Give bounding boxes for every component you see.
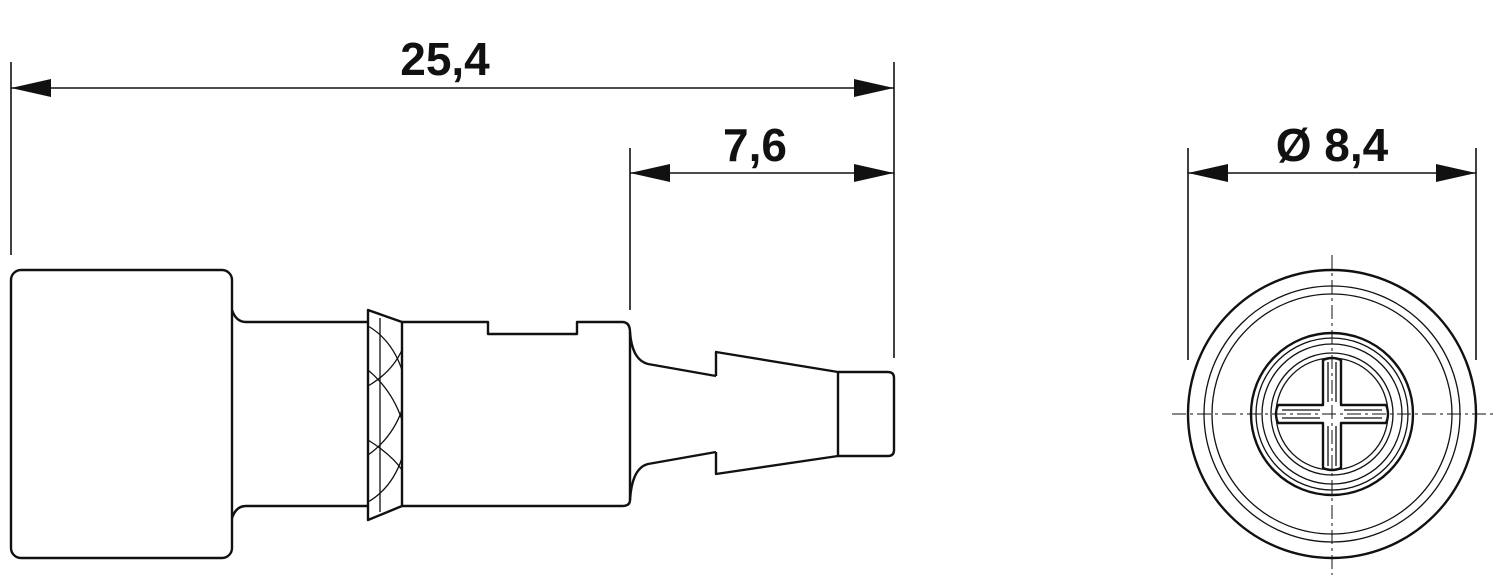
arrowhead-right xyxy=(1436,164,1476,182)
dimension-label-tip-length: 7,6 xyxy=(723,119,787,171)
dimension-tip-length: 7,6 xyxy=(629,119,894,310)
arrowhead-left xyxy=(630,164,670,182)
cross-pin xyxy=(1274,356,1390,472)
barb-tip xyxy=(714,350,896,476)
dimension-label-overall-length: 25,4 xyxy=(400,33,490,85)
neck xyxy=(230,309,368,519)
outer-ring xyxy=(1186,268,1478,560)
dimension-label-diameter: Ø 8,4 xyxy=(1276,119,1389,171)
locking-ring xyxy=(366,308,404,522)
grip-body xyxy=(9,268,234,560)
connector-side-view xyxy=(9,268,896,560)
main-body xyxy=(402,320,632,508)
connector-end-view xyxy=(1172,255,1494,575)
arrowhead-left xyxy=(11,79,51,97)
body-taper xyxy=(628,331,717,501)
arrowhead-left xyxy=(1188,164,1228,182)
arrowhead-right xyxy=(854,79,894,97)
arrowhead-right xyxy=(854,164,894,182)
dimension-overall-length: 25,4 xyxy=(10,33,895,358)
dimension-diameter: Ø 8,4 xyxy=(1187,119,1477,360)
